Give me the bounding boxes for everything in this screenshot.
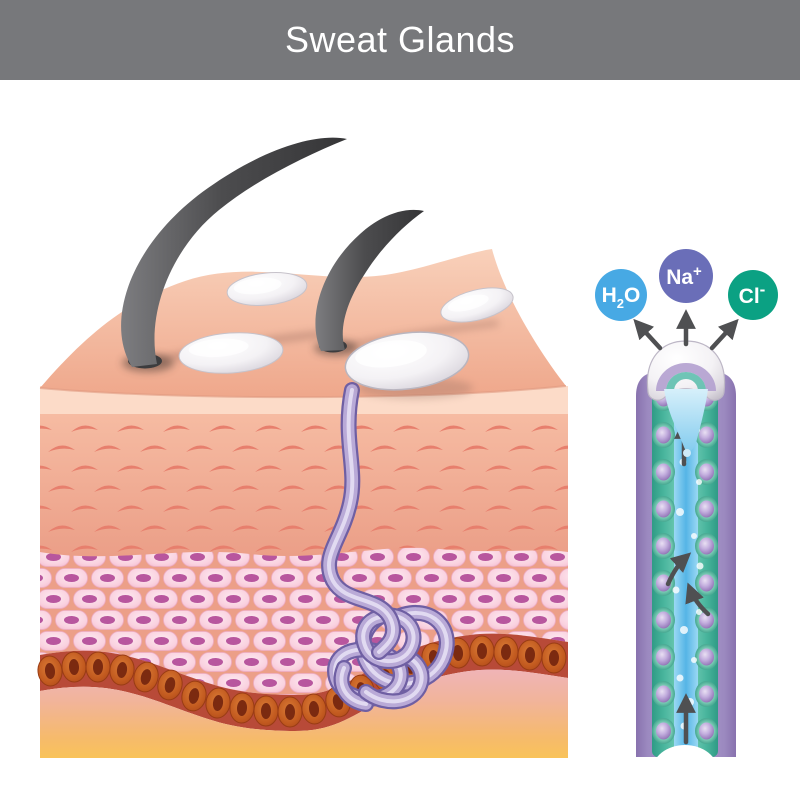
basal-cell	[253, 695, 279, 727]
page-title: Sweat Glands	[284, 19, 516, 60]
duct-cell	[652, 718, 675, 744]
gland-tube-segment	[339, 666, 368, 706]
basal-cell	[277, 696, 303, 728]
duct-cell	[695, 570, 718, 596]
duct-cell	[652, 607, 675, 633]
gland-tube-segment	[361, 613, 416, 664]
basal-cell	[540, 642, 568, 674]
sweat-droplet	[178, 332, 284, 374]
bubble	[696, 479, 702, 485]
duct-cell	[652, 422, 675, 448]
sodium-label: Na+	[666, 263, 702, 289]
ion-badge-sodium: Na+	[659, 249, 713, 303]
duct-cell	[652, 644, 675, 670]
sweat-droplet	[440, 287, 514, 323]
duct-opening	[652, 745, 718, 797]
sweat-gland	[321, 382, 455, 712]
duct-cell	[695, 644, 718, 670]
hypodermis-layer	[40, 669, 568, 758]
surface-fold-line	[39, 385, 567, 399]
bubble	[676, 674, 684, 682]
sweat-droplet	[226, 272, 308, 306]
duct-cell	[695, 718, 718, 744]
duct-cross-section: H2O Na+ Cl-	[595, 249, 778, 797]
water-label: H2O	[602, 284, 641, 311]
cell-layer	[40, 547, 568, 696]
sodium-circle	[659, 249, 713, 303]
bubble	[696, 562, 704, 570]
sweat-glands-illustration: H2O Na+ Cl-	[35, 137, 778, 797]
sweat-droplet-main	[344, 331, 473, 399]
duct-cell	[652, 681, 675, 707]
basal-cell	[84, 651, 112, 683]
secretion-arrows	[633, 309, 739, 351]
chloride-label: Cl-	[739, 280, 766, 308]
chloride-circle	[728, 270, 778, 320]
bubble	[696, 609, 702, 615]
duct-cell	[652, 459, 675, 485]
ion-badge-chloride: Cl-	[728, 270, 778, 320]
hair-icon	[314, 209, 424, 356]
duct-top-drop	[646, 340, 726, 457]
hair-icon	[121, 137, 347, 372]
bubble	[691, 657, 697, 663]
water-circle	[595, 269, 647, 321]
gland-tube-segment	[364, 654, 424, 704]
bubble	[691, 533, 697, 539]
duct-cell	[695, 681, 718, 707]
basal-cell	[469, 635, 495, 667]
duct-cell	[652, 533, 675, 559]
duct-cell	[695, 533, 718, 559]
bubble	[672, 586, 680, 594]
ion-badge-water: H2O	[595, 269, 647, 321]
basal-cell	[492, 636, 520, 668]
duct-cell	[695, 496, 718, 522]
skin-block	[35, 137, 568, 758]
title-bar: Sweat Glands	[0, 0, 800, 80]
duct-cell	[652, 496, 675, 522]
dermis-layer	[40, 414, 568, 570]
bubble	[676, 508, 684, 516]
bubble	[680, 626, 688, 634]
gland-tube-segment	[327, 388, 396, 654]
